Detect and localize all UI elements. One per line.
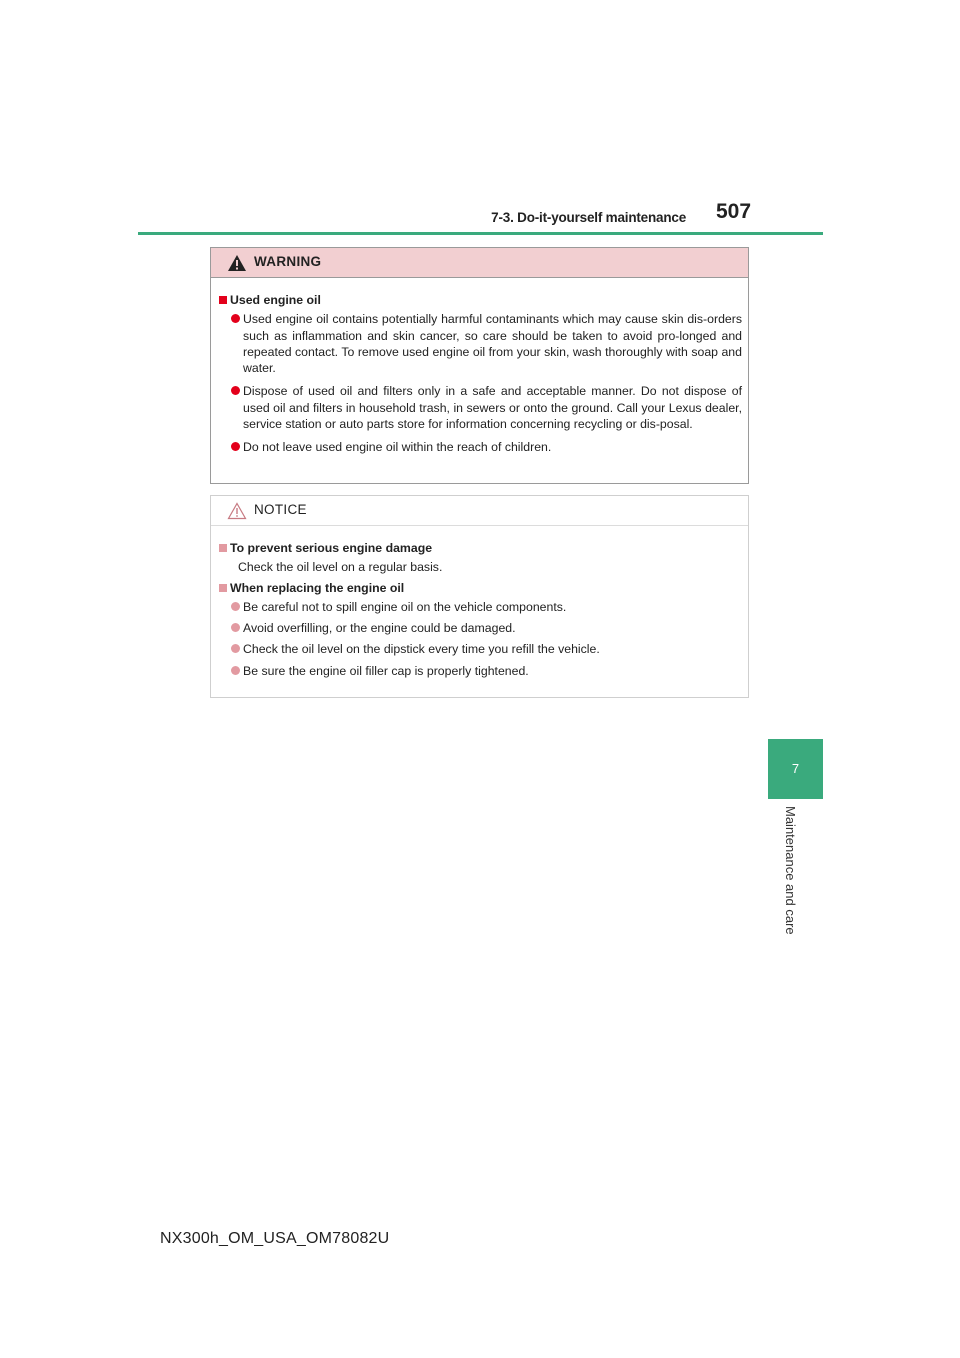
square-bullet-icon	[219, 296, 227, 304]
square-bullet-icon	[219, 544, 227, 552]
list-item-text: Be careful not to spill engine oil on th…	[243, 599, 567, 614]
document-code: NX300h_OM_USA_OM78082U	[160, 1230, 390, 1247]
notice-box: NOTICE To prevent serious engine damage …	[210, 495, 749, 698]
warning-box: WARNING Used engine oil Used engine oil …	[210, 247, 749, 484]
notice-section-heading: When replacing the engine oil	[219, 580, 742, 596]
list-item: Avoid overfilling, or the engine could b…	[219, 620, 742, 636]
list-item: Be careful not to spill engine oil on th…	[219, 599, 742, 615]
notice-paragraph: Check the oil level on a regular basis.	[238, 560, 443, 575]
list-item-text: Check the oil level on the dipstick ever…	[243, 642, 600, 657]
notice-section-heading-text: When replacing the engine oil	[230, 580, 405, 595]
round-bullet-icon	[231, 386, 240, 396]
header-rule	[138, 232, 823, 235]
notice-header: NOTICE	[211, 496, 748, 526]
round-bullet-icon	[231, 623, 240, 633]
warning-title: WARNING	[254, 254, 322, 269]
square-bullet-icon	[219, 583, 227, 592]
list-item-text: Used engine oil contains potentially har…	[243, 312, 742, 376]
list-item: Dispose of used oil and filters only in …	[219, 383, 742, 432]
notice-body: To prevent serious engine damage Check t…	[211, 526, 748, 679]
list-item-text: Dispose of used oil and filters only in …	[243, 384, 742, 432]
list-item: Be sure the engine oil filler cap is pro…	[219, 663, 742, 679]
chapter-tab: 7	[768, 739, 823, 799]
round-bullet-icon	[231, 314, 240, 324]
notice-section-heading: To prevent serious engine damage	[219, 540, 742, 556]
round-bullet-icon	[231, 665, 240, 675]
page-number: 507	[716, 200, 752, 223]
warning-triangle-icon	[228, 255, 246, 271]
list-item: Do not leave used engine oil within the …	[219, 439, 742, 455]
list-item: Check the oil level on the dipstick ever…	[219, 641, 742, 657]
chapter-label: Maintenance and care	[783, 806, 798, 935]
warning-section-heading: Used engine oil	[219, 292, 742, 308]
warning-body: Used engine oil Used engine oil contains…	[211, 278, 748, 456]
notice-triangle-icon	[227, 502, 247, 520]
list-item-text: Be sure the engine oil filler cap is pro…	[243, 663, 529, 678]
notice-section-heading-text: To prevent serious engine damage	[230, 541, 433, 555]
warning-header: WARNING	[211, 248, 748, 278]
list-item-text: Avoid overfilling, or the engine could b…	[243, 621, 516, 636]
section-title: 7-3. Do-it-yourself maintenance	[491, 210, 686, 225]
list-item: Used engine oil contains potentially har…	[219, 311, 742, 376]
list-item-text: Do not leave used engine oil within the …	[243, 440, 552, 455]
notice-title: NOTICE	[254, 502, 307, 517]
round-bullet-icon	[231, 601, 240, 611]
round-bullet-icon	[231, 442, 240, 452]
round-bullet-icon	[231, 644, 240, 654]
warning-section-heading-text: Used engine oil	[230, 293, 321, 307]
